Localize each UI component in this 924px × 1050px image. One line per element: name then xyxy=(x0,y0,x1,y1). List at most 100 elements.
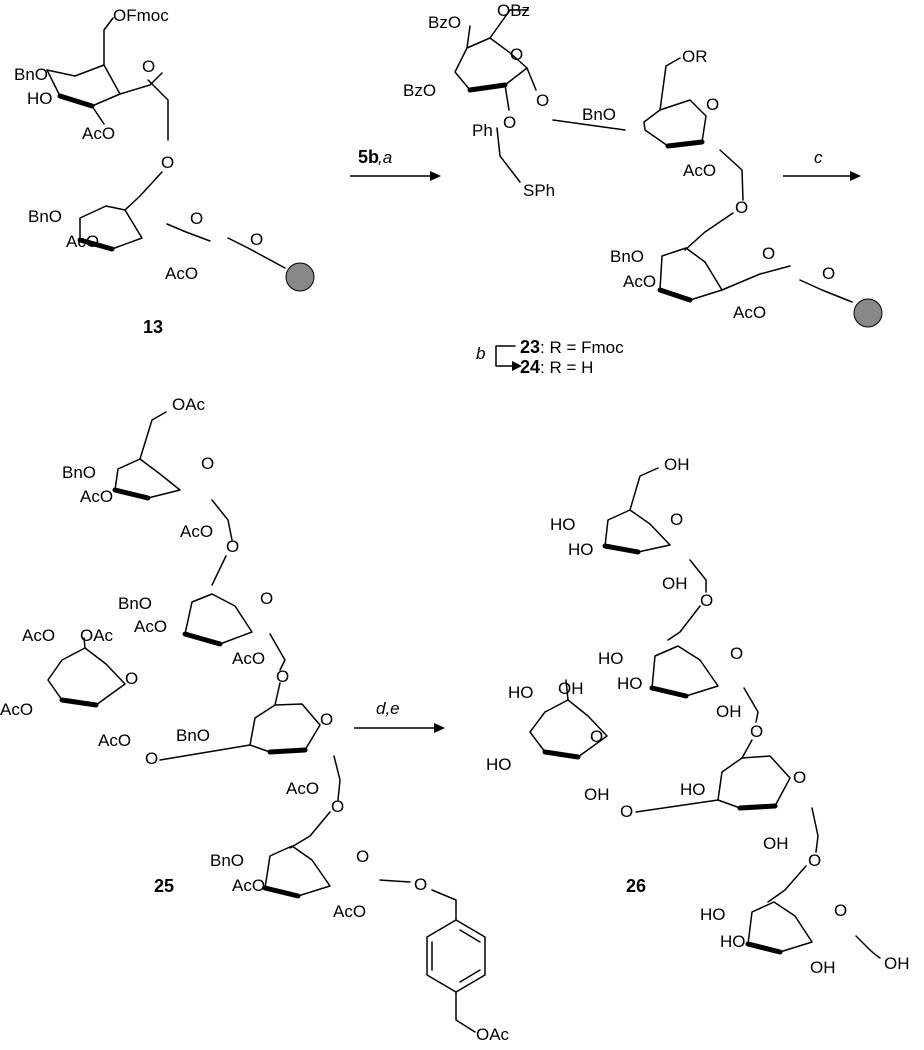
oh-label-5: OH xyxy=(584,785,610,804)
link-o-label-11: O xyxy=(700,591,713,610)
ring-o-label-10: O xyxy=(356,847,369,866)
compound-26-label: 26 xyxy=(626,876,646,896)
oh-label: OH xyxy=(664,455,690,474)
ring-o-label-12: O xyxy=(730,644,743,663)
oh-label-6: OH xyxy=(763,834,789,853)
bno-label-5: BnO xyxy=(62,463,96,482)
ho-label: HO xyxy=(27,89,53,108)
compound-26: OH HO HO O OH O HO HO O OH O HO OH HO O … xyxy=(486,455,910,977)
aco-label-9: AcO xyxy=(134,617,167,636)
compound-24-label: 24 xyxy=(520,357,540,377)
obz-label: OBz xyxy=(497,1,530,20)
aco-label-7: AcO xyxy=(80,487,113,506)
ho-label-6: HO xyxy=(508,683,534,702)
link-o-label-14: O xyxy=(808,851,821,870)
link-o-label-6: O xyxy=(226,537,239,556)
ring-o-label-11: O xyxy=(670,510,683,529)
aco-label-11: AcO xyxy=(22,626,55,645)
aux-o-label: O xyxy=(503,113,516,132)
arrow-reagent-5b-a: 5b ,a xyxy=(350,147,441,181)
ho-label-4: HO xyxy=(598,649,624,668)
aco-label: AcO xyxy=(82,124,115,143)
compound-25-label: 25 xyxy=(154,876,174,896)
sph-label: SPh xyxy=(523,181,555,200)
aco-label-3: AcO xyxy=(165,264,198,283)
oac-label: OAc xyxy=(172,395,206,414)
ho-label-7: HO xyxy=(486,755,512,774)
aco-label-5: AcO xyxy=(623,272,656,291)
oac-label-2: OAc xyxy=(80,626,114,645)
aco-label-12: AcO xyxy=(0,700,33,719)
bno-label-4: BnO xyxy=(610,247,644,266)
link-o-label-10: O xyxy=(414,875,427,894)
ring-o-label: O xyxy=(142,57,155,76)
compound-13-label: 13 xyxy=(143,317,163,337)
ho-label-10: HO xyxy=(720,932,746,951)
arrow-1-reagent: 5b xyxy=(358,147,379,167)
oh-label-3: OH xyxy=(716,702,742,721)
ring-o-label-8: O xyxy=(125,669,138,688)
link-o-label-13: O xyxy=(620,802,633,821)
ho-label-5: HO xyxy=(617,674,643,693)
ring-o-label-9: O xyxy=(320,710,333,729)
compound-24-r: : R = H xyxy=(540,358,593,377)
aco-label-16: AcO xyxy=(333,902,366,921)
aco-label-10: AcO xyxy=(232,649,265,668)
ofmoc-label: OFmoc xyxy=(113,6,169,25)
link-o-label-3: O xyxy=(536,91,549,110)
link-o-label-8: O xyxy=(145,749,158,768)
oac-label-3: OAc xyxy=(476,1025,510,1044)
ring-o-label-5: O xyxy=(762,244,775,263)
aco-label-2: AcO xyxy=(66,232,99,251)
ho-label-2: HO xyxy=(550,515,576,534)
compound-23-r: : R = Fmoc xyxy=(540,338,624,357)
ring-o-label-13: O xyxy=(590,727,603,746)
aco-label-6: AcO xyxy=(733,303,766,322)
link-o-label: O xyxy=(161,153,174,172)
bno-label: BnO xyxy=(14,65,48,84)
ring-o-label-2: O xyxy=(190,209,203,228)
bzo-label: BzO xyxy=(428,13,461,32)
bno-label-7: BnO xyxy=(176,726,210,745)
compound-23-24: BzO OBz BzO O O O Ph SPh OR BnO O AcO O … xyxy=(403,1,883,377)
link-o-label-9: O xyxy=(331,797,344,816)
oh-label-2: OH xyxy=(662,574,688,593)
link-o-label-5: O xyxy=(822,264,835,283)
resin-bead-icon xyxy=(285,262,315,292)
aco-label-15: AcO xyxy=(232,876,265,895)
aco-label-14: AcO xyxy=(286,779,319,798)
bzo-label-2: BzO xyxy=(403,81,436,100)
ring-o-label-14: O xyxy=(793,768,806,787)
bno-label-3: BnO xyxy=(582,105,616,124)
ho-label-8: HO xyxy=(680,780,706,799)
compound-13: OFmoc BnO HO O AcO O BnO AcO O AcO O 13 xyxy=(14,6,315,337)
compound-25: OAc BnO AcO O AcO O BnO AcO O AcO O AcO … xyxy=(0,395,510,1044)
aco-label-8: AcO xyxy=(180,522,213,541)
link-o-label-4: O xyxy=(735,198,748,217)
bno-label-6: BnO xyxy=(118,594,152,613)
bno-label-8: BnO xyxy=(210,851,244,870)
link-o-label-7: O xyxy=(276,667,289,686)
link-o-label-12: O xyxy=(750,722,763,741)
arrow-de-label: d,e xyxy=(376,699,400,718)
arrow-c: c xyxy=(783,148,861,181)
arrow-b-label: b xyxy=(476,344,485,363)
or-label: OR xyxy=(682,47,708,66)
oh-label-8: OH xyxy=(884,954,910,973)
ring-o-label-6: O xyxy=(201,454,214,473)
aco-label-4: AcO xyxy=(683,161,716,180)
link-o-label-2: O xyxy=(250,230,263,249)
ring-o-label-7: O xyxy=(260,589,273,608)
ho-label-9: HO xyxy=(700,905,726,924)
arrow-c-label: c xyxy=(814,148,823,167)
aco-label-13: AcO xyxy=(98,731,131,750)
ring-o-label-4: O xyxy=(706,95,719,114)
arrow-d-e: d,e xyxy=(354,699,445,733)
resin-bead-icon-2 xyxy=(853,298,883,328)
oh-label-7: OH xyxy=(810,958,836,977)
ring-o-label-3: O xyxy=(510,45,523,64)
bno-label-2: BnO xyxy=(28,207,62,226)
compound-23-label: 23 xyxy=(520,337,540,357)
ho-label-3: HO xyxy=(568,540,594,559)
